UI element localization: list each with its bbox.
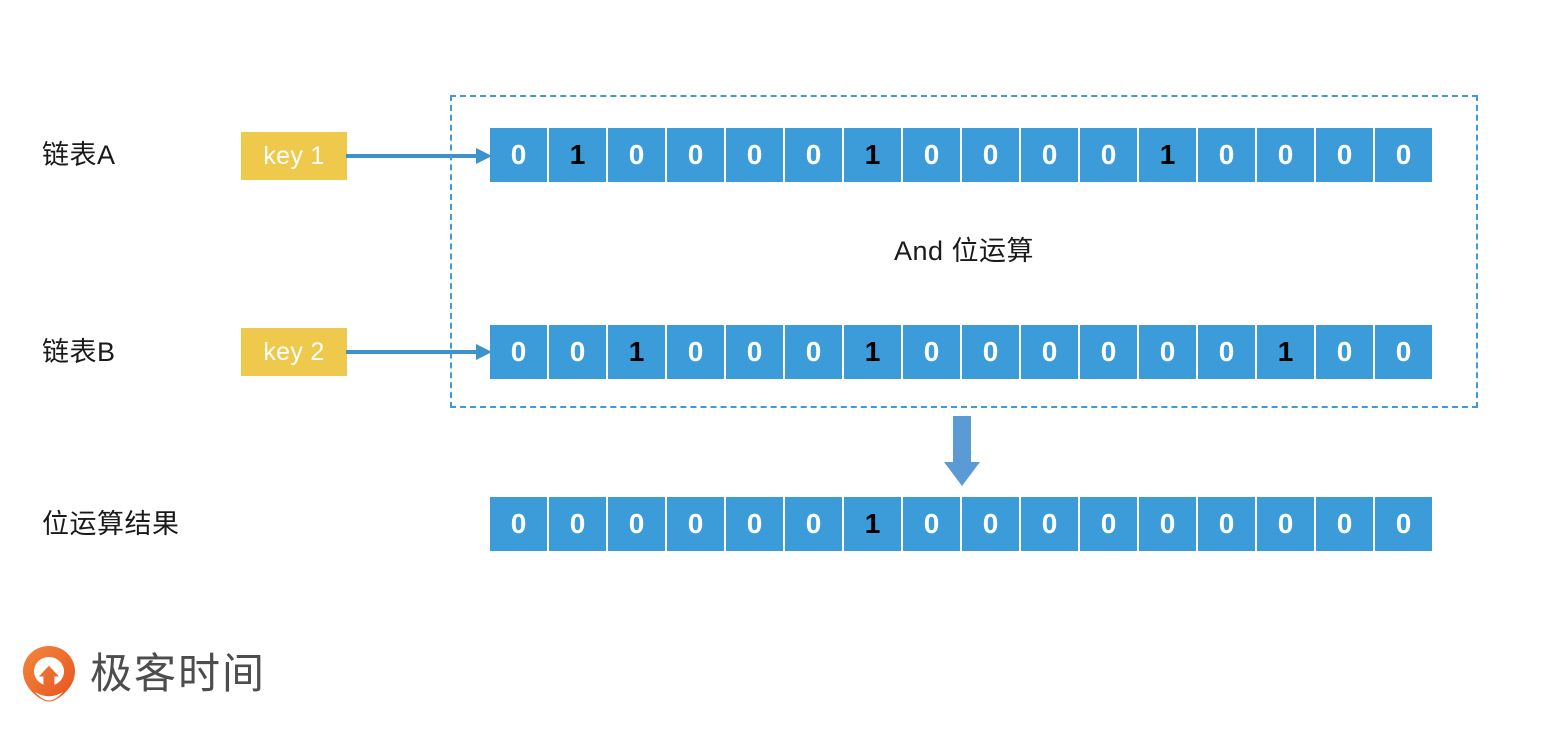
arrow-head-icon [476,148,492,164]
bit-cell: 0 [608,497,665,551]
operation-caption: And 位运算 [893,236,1035,266]
connector-arrow-key1-to-bitmap [346,148,492,164]
key-chip-1: key 1 [241,132,347,180]
bit-cell: 0 [490,128,547,182]
bit-cell: 0 [785,497,842,551]
bit-cell: 0 [962,128,1019,182]
brand-wordmark: 极客时间 [90,650,267,697]
bit-cell: 1 [608,325,665,379]
row-label-bit-operation-result: 位运算结果 [42,509,180,539]
down-arrow-icon [944,416,980,486]
bit-cell: 1 [1257,325,1314,379]
bit-cell: 0 [1375,128,1432,182]
bit-cell: 0 [1257,497,1314,551]
bit-cell: 0 [1375,497,1432,551]
bit-cell: 0 [1198,497,1255,551]
bit-cell: 1 [844,497,901,551]
bit-cell: 0 [549,325,606,379]
bit-cell: 0 [490,497,547,551]
bit-cell: 0 [1021,325,1078,379]
bit-cell: 0 [1021,497,1078,551]
bit-cell: 0 [667,497,724,551]
bit-cell: 0 [549,497,606,551]
connector-arrow-key2-to-bitmap [346,344,492,360]
bit-cell: 0 [667,325,724,379]
bit-cell: 0 [1316,128,1373,182]
bit-cell: 0 [667,128,724,182]
bit-cell: 1 [844,325,901,379]
bit-cell: 0 [962,497,1019,551]
bit-cell: 0 [1021,128,1078,182]
bit-cell: 0 [1316,497,1373,551]
bit-cell: 0 [1139,325,1196,379]
bit-cell: 0 [1080,128,1137,182]
bit-cell: 0 [785,325,842,379]
bit-cell: 0 [785,128,842,182]
key-chip-2: key 2 [241,328,347,376]
brand-logo: 极客时间 [22,645,266,703]
bit-cell: 0 [1257,128,1314,182]
bit-cell: 1 [549,128,606,182]
row-label-linked-list-b: 链表B [42,337,116,367]
arrow-tip [944,462,980,486]
bit-cell: 0 [1139,497,1196,551]
bit-cell: 0 [903,128,960,182]
bit-cell: 0 [726,497,783,551]
connector-shaft [346,154,478,158]
bit-cell: 0 [1316,325,1373,379]
bit-cell: 1 [844,128,901,182]
operand-group-dashed-box [450,95,1478,408]
bit-cell: 1 [1139,128,1196,182]
bit-cell: 0 [903,325,960,379]
bit-cell: 0 [962,325,1019,379]
bit-cell: 0 [1080,497,1137,551]
connector-shaft [346,350,478,354]
bit-cell: 0 [1080,325,1137,379]
row-label-linked-list-a: 链表A [42,140,116,170]
bit-cell: 0 [490,325,547,379]
bit-cell: 0 [1375,325,1432,379]
bit-cell: 0 [726,128,783,182]
bit-cell: 0 [1198,128,1255,182]
geektime-pin-icon [22,645,76,703]
bit-cell: 0 [608,128,665,182]
arrow-head-icon [476,344,492,360]
arrow-stem [953,416,971,464]
bit-cell: 0 [726,325,783,379]
bit-cell: 0 [903,497,960,551]
bit-cell: 0 [1198,325,1255,379]
